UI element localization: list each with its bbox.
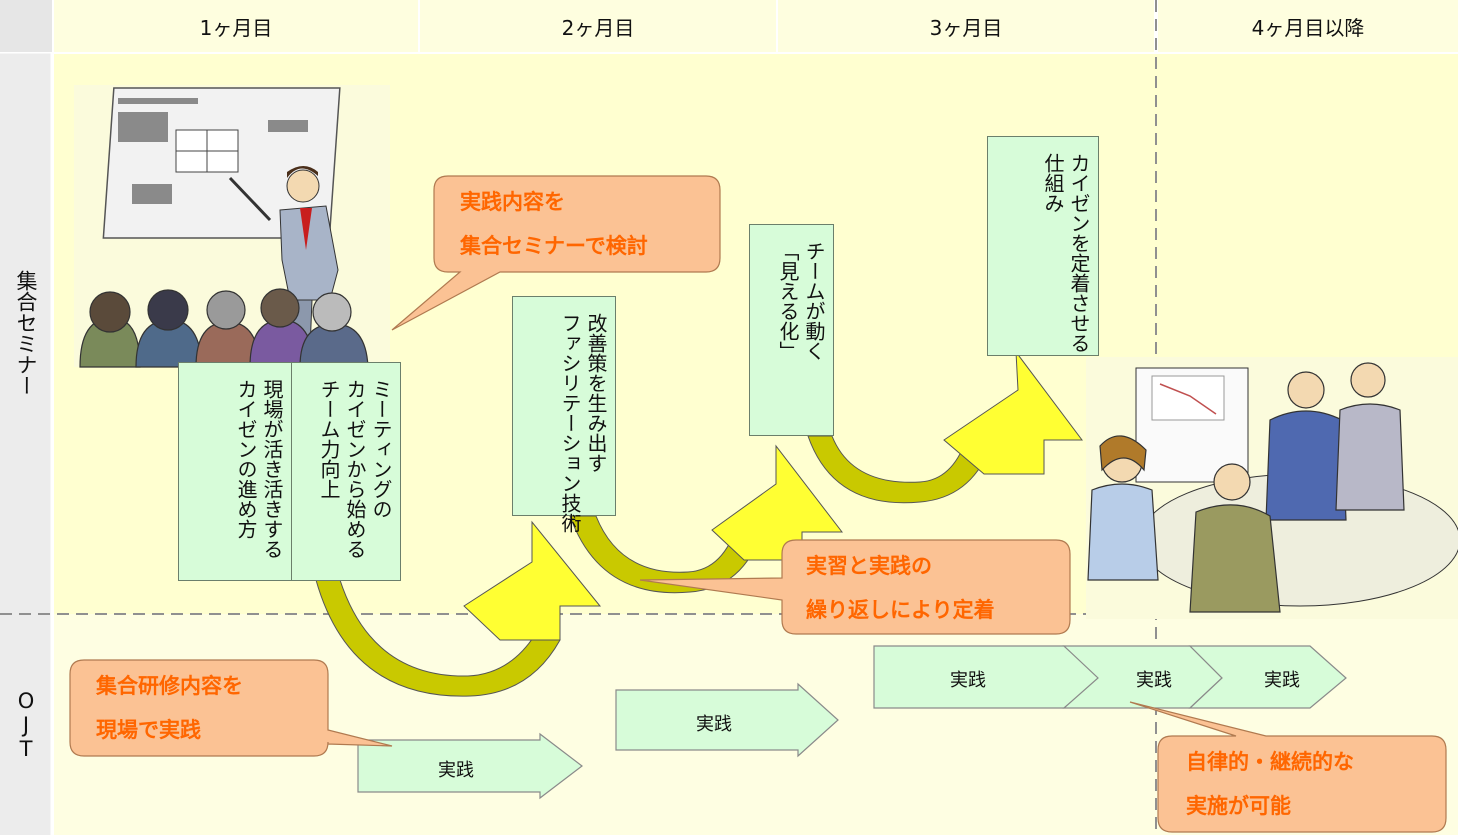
progress-arrow-3 (807, 350, 1083, 504)
topic-box-3: 改善策を生み出す ファシリテーション技術 (512, 296, 616, 533)
topic-box-4: チームが動く 「見える化」 (749, 224, 834, 436)
callout-repeat: 実習と実践の 繰り返しにより定着 (806, 554, 995, 622)
callout-seminar-shape (391, 175, 721, 331)
callout-seminar: 実践内容を 集合セミナーで検討 (460, 190, 648, 258)
topic-box-2: ミーティングの カイゼンから始める チーム力向上 (291, 362, 401, 581)
practice-arrow-3 (873, 645, 1101, 709)
topic-box-5: カイゼンを定着させる 仕組み (987, 136, 1099, 356)
team-success-illustration (1086, 357, 1458, 619)
progress-arrow-2 (569, 444, 844, 594)
row-label-seminar: 集合セミナー (14, 270, 38, 396)
practice-label-3: 実践 (950, 670, 986, 691)
practice-label-1: 実践 (438, 760, 474, 781)
callout-autonomous-shape (1129, 701, 1447, 833)
practice-arrow-2 (615, 682, 839, 758)
progress-arrow-1 (315, 520, 602, 697)
column-header-3: 3ヶ月目 (778, 0, 1154, 52)
row-label-ojt: OJT (14, 688, 38, 761)
practice-arrow-1 (357, 732, 583, 800)
practice-label-2: 実践 (696, 714, 732, 735)
row-label-bg-ojt (0, 614, 52, 835)
practice-label-4: 実践 (1136, 670, 1172, 691)
callout-autonomous: 自律的・継続的な 実施が可能 (1186, 750, 1354, 818)
column-header-1: 1ヶ月目 (54, 0, 418, 52)
column-header-2: 2ヶ月目 (420, 0, 776, 52)
practice-arrow-5 (1188, 645, 1347, 709)
callout-ojt: 集合研修内容を 現場で実践 (96, 674, 243, 742)
callout-repeat-shape (639, 539, 1071, 635)
lecture-illustration (74, 85, 390, 368)
corner-header (0, 0, 52, 52)
callout-ojt-shape (69, 659, 393, 757)
topic-box-1: 現場が活き活きする カイゼンの進め方 (178, 362, 292, 581)
column-header-4: 4ヶ月目以降 (1158, 0, 1458, 52)
practice-label-5: 実践 (1264, 670, 1300, 691)
row-label-bg-seminar (0, 52, 52, 614)
